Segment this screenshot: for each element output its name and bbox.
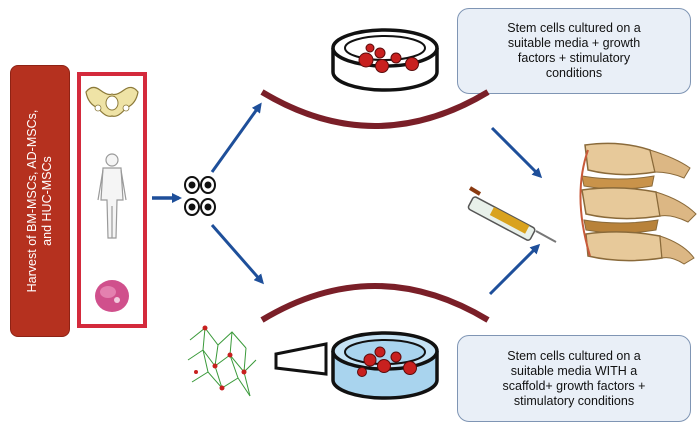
bottom-culture-box: Stem cells cultured on a suitable media …	[457, 335, 691, 422]
top-petri-dish-icon	[331, 28, 439, 92]
syringe-icon	[467, 186, 557, 243]
pelvis-bone-icon	[85, 86, 139, 117]
harvest-label-box: Harvest of BM-MSCs, AD-MSCs, and HUC-MSC…	[10, 65, 70, 337]
scaffold-pointer-icon	[274, 342, 328, 376]
arrow-top-to-spine	[490, 126, 543, 179]
bottom-petri-dish-icon	[331, 331, 439, 400]
bottom-culture-label: Stem cells cultured on a suitable media …	[502, 348, 646, 408]
bottom-membrane-curve	[260, 283, 490, 323]
human-body-icon	[97, 153, 127, 239]
isolated-cells-icon	[184, 176, 216, 216]
top-culture-label: Stem cells cultured on a suitable media …	[507, 21, 641, 80]
arrow-bottom-to-spine	[488, 243, 541, 296]
spine-icon	[579, 142, 697, 265]
top-culture-box: Stem cells cultured on a suitable media …	[457, 8, 691, 94]
umbilical-cord-icon	[95, 280, 129, 312]
arrow-to-bottom-path	[210, 224, 264, 285]
top-membrane-curve	[260, 89, 490, 129]
scaffold-icon	[187, 325, 257, 397]
arrow-to-top-path	[210, 102, 262, 173]
